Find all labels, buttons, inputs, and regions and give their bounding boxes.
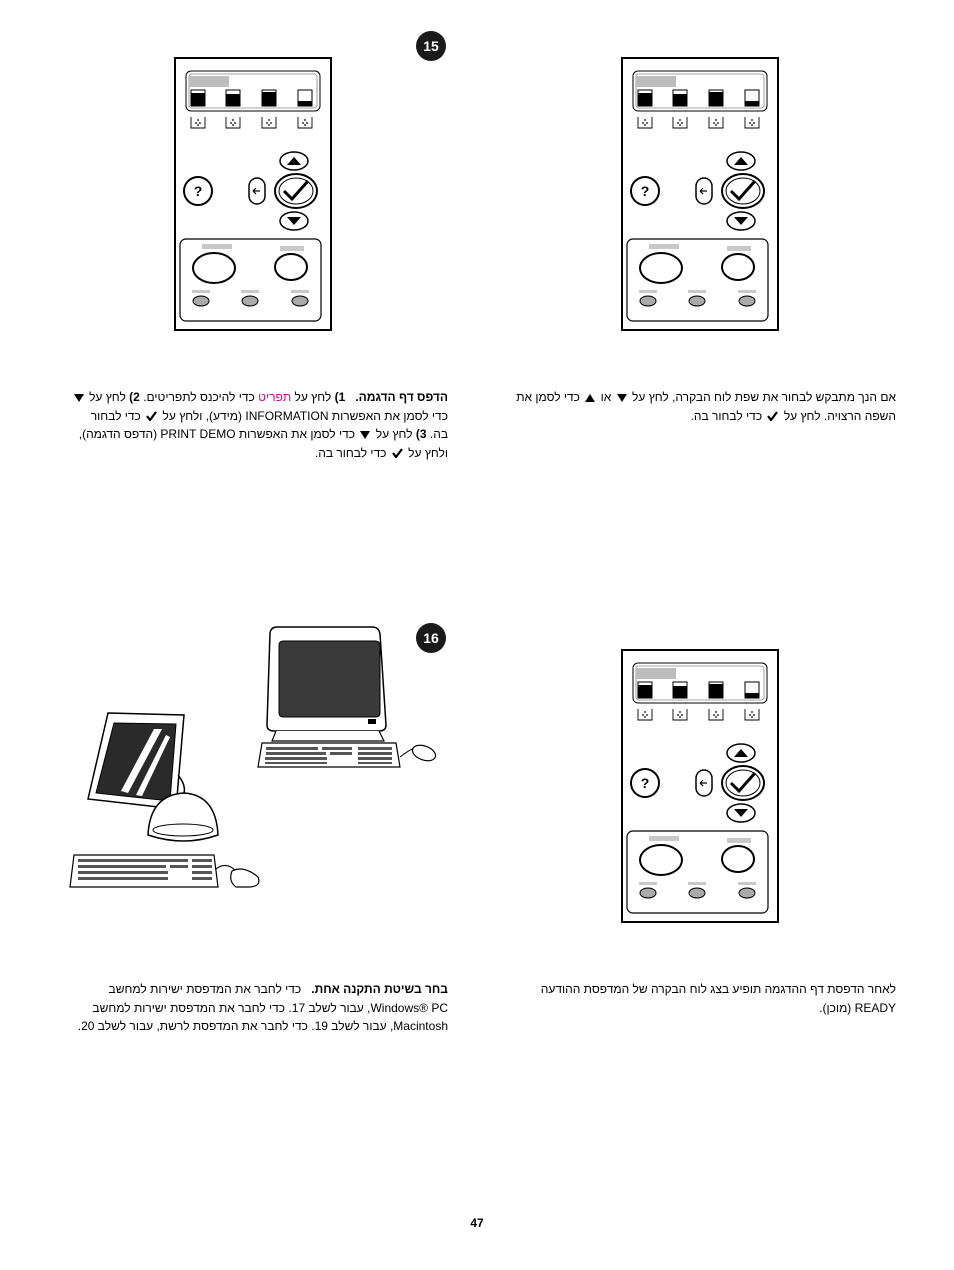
checkmark-icon — [767, 411, 779, 422]
down-arrow-icon — [616, 393, 627, 402]
page-number: 47 — [470, 1216, 484, 1230]
demo-page-instructions: הדפס דף הדגמה. 1) לחץ על תפריט כדי להיכנ… — [60, 388, 448, 462]
down-arrow-icon — [73, 393, 84, 402]
control-panel-illustration-demo — [174, 57, 332, 331]
menu-keyword: תפריט — [258, 390, 292, 404]
computers-illustration — [66, 625, 444, 895]
up-arrow-icon — [585, 393, 596, 402]
control-panel-illustration-ready — [621, 649, 779, 923]
control-panel-illustration-language — [621, 57, 779, 331]
checkmark-icon — [391, 448, 403, 459]
down-arrow-icon — [360, 430, 371, 439]
step-15-badge: 15 — [416, 31, 446, 61]
ready-message-instructions: לאחר הדפסת דף ההדגמה תופיע בצג לוח הבקרה… — [540, 982, 896, 1015]
step-16-badge: 16 — [416, 623, 446, 653]
checkmark-icon — [146, 411, 158, 422]
language-instructions: אם הנך מתבקש לבחור את שפת לוח הבקרה, לחץ… — [516, 390, 896, 423]
installation-method-instructions: בחר בשיטת התקנה אחת. כדי לחבר את המדפסת … — [77, 982, 448, 1033]
